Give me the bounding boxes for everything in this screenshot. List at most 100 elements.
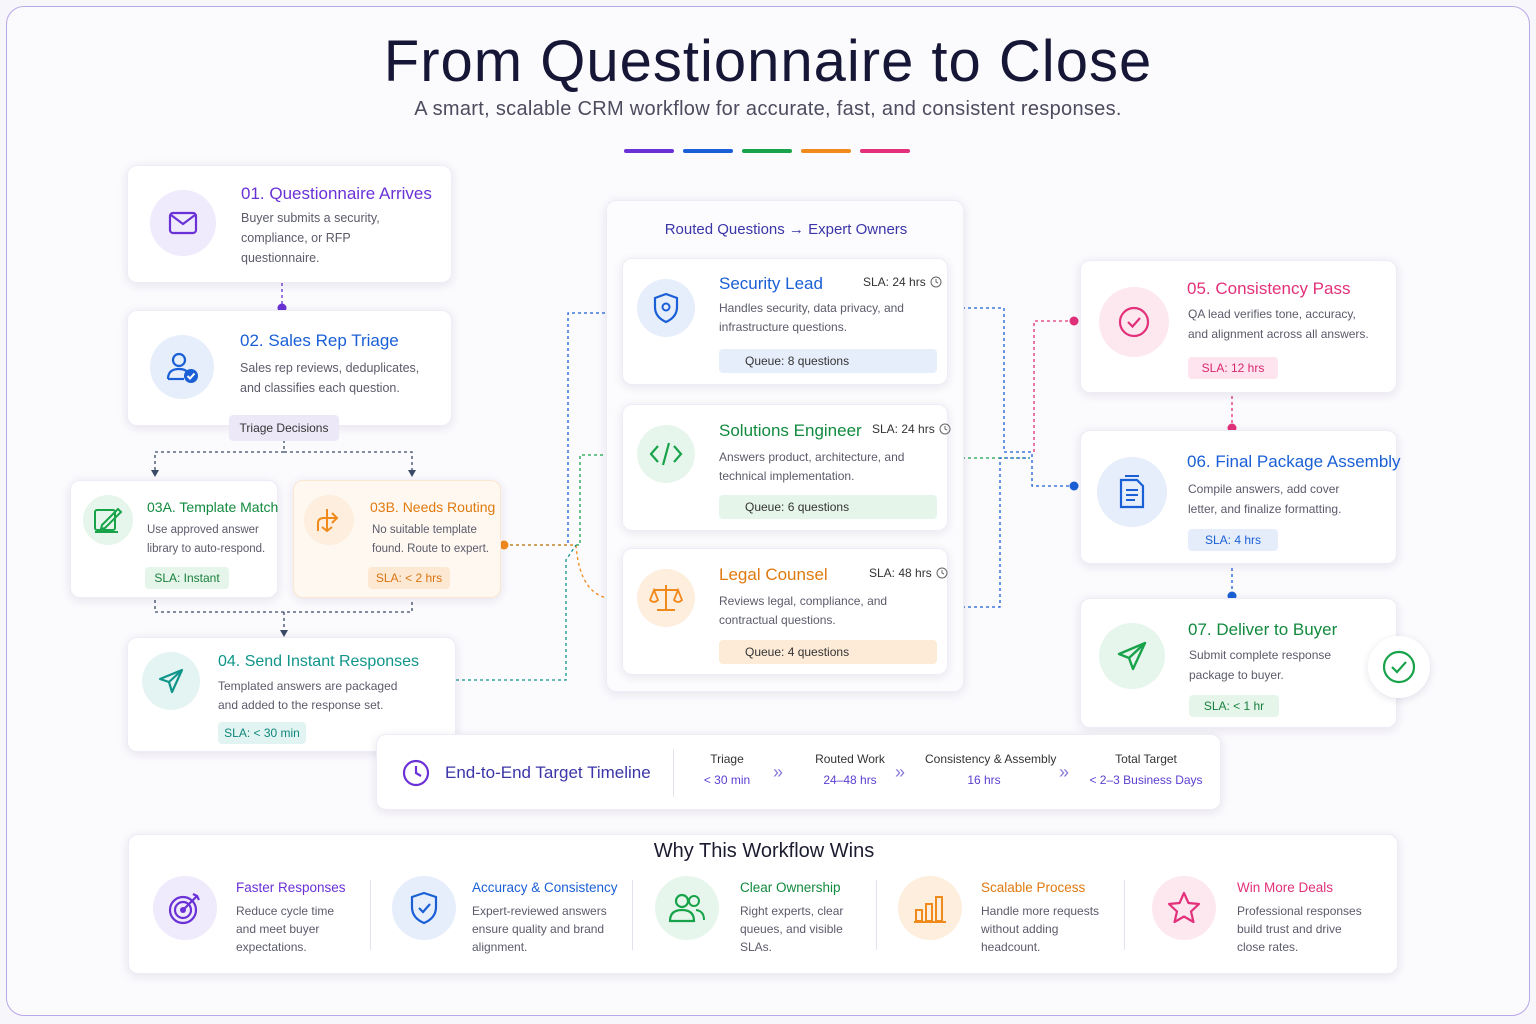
accent-bar-purple — [624, 149, 674, 153]
clock-icon — [401, 758, 431, 793]
step-07-title: 07. Deliver to Buyer — [1188, 620, 1338, 639]
timeline-title: End-to-End Target Timeline — [445, 763, 651, 782]
win-desc: Handle more requests without adding head… — [981, 904, 1100, 954]
scales-icon — [637, 569, 695, 627]
send-icon — [1099, 623, 1165, 689]
target-icon — [153, 876, 217, 940]
timeline-stage-label: Routed Work — [815, 752, 885, 766]
clock-icon — [939, 423, 951, 435]
expert-legal-card[interactable]: Legal Counsel SLA: 48 hrs Reviews legal,… — [622, 548, 948, 675]
step-03b-title: 03B. Needs Routing — [370, 499, 496, 515]
wins-divider — [370, 880, 371, 950]
step-03a-sla: SLA: Instant — [145, 567, 229, 589]
expert-solutions-title: Solutions Engineer — [719, 421, 862, 440]
step-03b-desc: No suitable template found. Route to exp… — [372, 524, 489, 555]
accent-bar-pink — [860, 149, 910, 153]
step-01-title: 01. Questionnaire Arrives — [241, 184, 432, 203]
accent-bar-green — [742, 149, 792, 153]
step-02-card[interactable]: 02. Sales Rep Triage Sales rep reviews, … — [127, 310, 452, 426]
users-icon — [655, 876, 719, 940]
expert-security-sla: SLA: 24 hrs — [863, 275, 942, 289]
step-06-sla: SLA: 4 hrs — [1188, 529, 1278, 551]
expert-security-title: Security Lead — [719, 274, 823, 293]
step-04-desc: Templated answers are packaged and added… — [218, 679, 398, 712]
expert-security-desc: Handles security, data privacy, and infr… — [719, 301, 904, 334]
timeline-bar: End-to-End Target Timeline Triage < 30 m… — [376, 734, 1221, 810]
shield-check-icon — [392, 876, 456, 940]
expert-legal-sla: SLA: 48 hrs — [869, 566, 948, 580]
win-title: Faster Responses — [236, 880, 346, 895]
timeline-stage-value: 24–48 hrs — [823, 773, 877, 787]
routing-header: Routed Questions → Expert Owners — [664, 221, 908, 238]
step-07-sla: SLA: < 1 hr — [1189, 695, 1279, 717]
check-circle-icon — [1099, 287, 1169, 357]
step-05-desc: QA lead verifies tone, accuracy, and ali… — [1188, 307, 1369, 341]
win-title: Win More Deals — [1237, 880, 1334, 895]
timeline-stage-label: Triage — [710, 752, 744, 766]
win-desc: Professional responses build trust and d… — [1237, 904, 1362, 954]
wins-divider — [876, 880, 877, 950]
timeline-stage-value: < 30 min — [703, 773, 751, 787]
expert-legal-desc: Reviews legal, compliance, and contractu… — [719, 594, 888, 627]
expert-solutions-queue: Queue: 6 questions — [719, 495, 937, 519]
expert-solutions-card[interactable]: Solutions Engineer SLA: 24 hrs Answers p… — [622, 404, 951, 531]
step-05-title: 05. Consistency Pass — [1187, 279, 1351, 298]
step-03b-card[interactable]: 03B. Needs Routing No suitable template … — [293, 480, 501, 598]
expert-security-card[interactable]: Security Lead SLA: 24 hrs Handles securi… — [622, 258, 948, 385]
shield-icon — [637, 279, 695, 337]
win-title: Clear Ownership — [740, 880, 841, 895]
step-06-card[interactable]: 06. Final Package Assembly Compile answe… — [1080, 430, 1401, 564]
step-02-desc: Sales rep reviews, deduplicates, and cla… — [240, 361, 420, 395]
chevrons-icon: » — [773, 762, 784, 782]
step-01-card[interactable]: 01. Questionnaire Arrives Buyer submits … — [127, 165, 452, 283]
chevrons-icon: » — [1059, 762, 1070, 782]
timeline-divider — [673, 749, 674, 797]
wins-divider — [1124, 880, 1125, 950]
step-03a-title: 03A. Template Match — [147, 499, 279, 515]
expert-solutions-sla: SLA: 24 hrs — [872, 422, 951, 436]
route-icon — [304, 495, 354, 545]
win-desc: Expert-reviewed answers ensure quality a… — [472, 904, 607, 954]
expert-legal-queue: Queue: 4 questions — [719, 640, 937, 664]
accent-bar-orange — [801, 149, 851, 153]
step-04-sla: SLA: < 30 min — [218, 722, 306, 744]
expert-legal-title: Legal Counsel — [719, 565, 828, 584]
expert-security-queue: Queue: 8 questions — [719, 349, 937, 373]
timeline-stage-label: Total Target — [1115, 752, 1177, 766]
step-01-desc: Buyer submits a security, compliance, or… — [241, 211, 380, 265]
clock-icon — [936, 567, 948, 579]
step-04-card[interactable]: 04. Send Instant Responses Templated ans… — [127, 637, 456, 752]
win-desc: Reduce cycle time and meet buyer expecta… — [236, 904, 335, 954]
step-04-title: 04. Send Instant Responses — [218, 653, 420, 670]
timeline-stage-value: < 2–3 Business Days — [1089, 773, 1203, 787]
step-06-title: 06. Final Package Assembly — [1187, 452, 1401, 471]
step-07-desc: Submit complete response package to buye… — [1189, 648, 1332, 682]
chevrons-icon: » — [895, 762, 906, 782]
send-icon — [142, 652, 200, 710]
page-subtitle: A smart, scalable CRM workflow for accur… — [414, 98, 1122, 120]
accent-bar-blue — [683, 149, 733, 153]
step-05-sla: SLA: 12 hrs — [1188, 357, 1278, 379]
timeline-stage-value: 16 hrs — [967, 773, 1001, 787]
step-03b-sla: SLA: < 2 hrs — [368, 567, 450, 589]
step-03a-card[interactable]: 03A. Template Match Use approved answer … — [70, 480, 278, 598]
win-title: Scalable Process — [981, 880, 1086, 895]
step-02-title: 02. Sales Rep Triage — [240, 331, 399, 350]
clock-icon — [930, 276, 942, 288]
star-icon — [1152, 876, 1216, 940]
step-03a-desc: Use approved answer library to auto-resp… — [147, 524, 266, 555]
expert-solutions-desc: Answers product, architecture, and techn… — [719, 450, 905, 483]
document-icon — [1097, 457, 1167, 527]
code-icon — [637, 425, 695, 483]
step-07-card[interactable]: 07. Deliver to Buyer Submit complete res… — [1080, 598, 1397, 728]
triage-decisions-badge: Triage Decisions — [229, 415, 339, 441]
step-05-card[interactable]: 05. Consistency Pass QA lead verifies to… — [1080, 260, 1397, 393]
win-desc: Right experts, clear queues, and visible… — [740, 904, 844, 954]
wins-divider — [632, 880, 633, 950]
user-check-icon — [150, 335, 214, 399]
delivered-check-icon — [1368, 636, 1430, 698]
page-title: From Questionnaire to Close — [383, 29, 1153, 94]
timeline-stage-label: Consistency & Assembly — [925, 752, 1057, 766]
win-title: Accuracy & Consistency — [472, 880, 618, 895]
bar-chart-icon — [898, 876, 962, 940]
